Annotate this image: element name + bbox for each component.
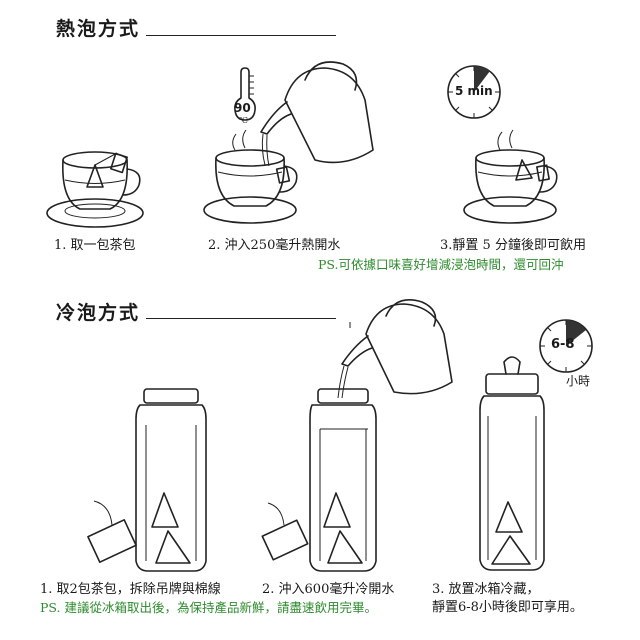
- bottle-being-filled-illustration: [261, 388, 377, 572]
- cold-step-3-caption-line-2: 靜置6-8小時後即可享用。: [432, 600, 583, 615]
- thermometer-unit: ℃: [239, 116, 248, 125]
- cold-section-title: 冷泡方式: [56, 302, 141, 324]
- five-minute-timer-icon: [447, 65, 501, 119]
- capped-bottle-illustration: [479, 356, 545, 571]
- cup-being-filled-illustration: [203, 129, 298, 224]
- thermometer-icon: [234, 67, 256, 121]
- six-to-eight-hour-timer-label: 6-8: [551, 337, 575, 352]
- cup-with-teabag-illustration: [46, 151, 144, 228]
- kettle-pouring-illustration: [260, 61, 374, 167]
- cold-title-underline: [146, 318, 336, 319]
- bottle-with-teabags-illustration: [87, 388, 207, 572]
- six-to-eight-hour-timer-unit: 小時: [566, 374, 591, 388]
- hot-step-3-caption: 3.靜置 5 分鐘後即可飲用: [440, 238, 586, 253]
- hot-title-underline: [146, 35, 336, 36]
- hot-note: PS.可依據口味喜好增減浸泡時間，還可回沖: [318, 257, 564, 272]
- cold-step-3-caption-line-1: 3. 放置冰箱冷藏，: [432, 582, 540, 597]
- thermometer-temperature: 90: [234, 101, 251, 115]
- steeping-cup-illustration: [463, 129, 558, 224]
- kettle-pouring-into-bottle-illustration: [337, 299, 453, 399]
- hot-step-1-caption: 1. 取一包茶包: [54, 238, 136, 253]
- hot-section-title: 熱泡方式: [56, 18, 141, 40]
- five-minute-timer-label: 5 min: [455, 84, 493, 98]
- cold-note: PS. 建議從冰箱取出後，為保持產品新鮮，請盡速飲用完畢。: [40, 600, 377, 615]
- cold-step-1-caption: 1. 取2包茶包，拆除吊牌與棉線: [40, 582, 221, 597]
- hot-step-2-caption: 2. 沖入250毫升熱開水: [208, 238, 341, 253]
- cold-step-2-caption: 2. 沖入600毫升冷開水: [262, 582, 395, 597]
- six-to-eight-hour-timer-icon: [539, 319, 593, 373]
